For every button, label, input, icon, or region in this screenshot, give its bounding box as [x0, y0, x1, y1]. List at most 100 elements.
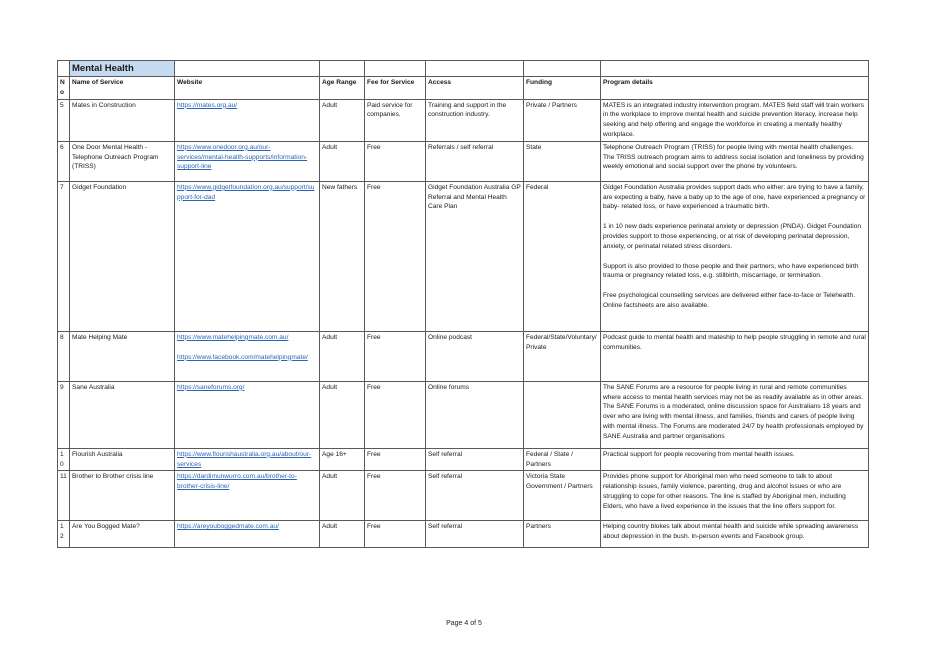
- row-number: 12: [57, 520, 70, 549]
- program-details: Telephone Outreach Program (TRISS) for p…: [600, 140, 869, 182]
- row-number: 6: [57, 140, 70, 182]
- funding: Private / Partners: [523, 98, 601, 142]
- funding: Federal: [523, 180, 601, 332]
- column-header-funding: Funding: [523, 76, 601, 100]
- service-name: One Door Mental Health - Telephone Outre…: [69, 140, 175, 182]
- program-details-paragraph: MATES is an integrated industry interven…: [603, 101, 864, 138]
- website-cell: https://mates.org.au/: [174, 98, 320, 142]
- column-header-program-details: Program details: [600, 76, 869, 100]
- program-details-paragraph: Helping country blokes talk about mental…: [603, 523, 859, 541]
- website-cell: https://areyouboggedmate.com.au/: [174, 520, 320, 549]
- row-number: 5: [57, 98, 70, 142]
- service-name: Brother to Brother crisis line: [69, 470, 175, 522]
- access: Self referral: [425, 447, 524, 472]
- program-details: Gidget Foundation Australia provides sup…: [600, 180, 869, 332]
- column-header-no: No: [57, 76, 70, 100]
- column-header-website: Website: [174, 76, 320, 100]
- title-blank-cell: [600, 60, 869, 77]
- fee-for-service: Free: [364, 447, 426, 472]
- row-number: 7: [57, 180, 70, 332]
- website-link[interactable]: https://www.facebook.com/matehelpingmate…: [177, 353, 308, 361]
- access: Self referral: [425, 470, 524, 522]
- fee-for-service: Free: [364, 470, 426, 522]
- age-range: Adult: [319, 98, 365, 142]
- website-cell: https://saneforums.org/: [174, 380, 320, 449]
- website-link[interactable]: https://www.flourishaustralia.org.au/abo…: [177, 450, 312, 468]
- program-details: Practical support for people recovering …: [600, 447, 869, 472]
- service-name: Sane Australia: [69, 380, 175, 449]
- access: Self referral: [425, 520, 524, 549]
- program-details: Provides phone support for Aboriginal me…: [600, 470, 869, 522]
- title-blank-cell: [523, 60, 601, 77]
- column-header-access: Access: [425, 76, 524, 100]
- column-header-name: Name of Service: [69, 76, 175, 100]
- fee-for-service: Free: [364, 520, 426, 549]
- access: Online podcast: [425, 330, 524, 382]
- program-details-paragraph: Provides phone support for Aboriginal me…: [603, 473, 846, 510]
- program-details-paragraph: Telephone Outreach Program (TRISS) for p…: [603, 143, 864, 171]
- program-details: Podcast guide to mental health and mates…: [600, 330, 869, 382]
- row-number: 8: [57, 330, 70, 382]
- access: Training and support in the construction…: [425, 98, 524, 142]
- program-details: Helping country blokes talk about mental…: [600, 520, 869, 549]
- website-link[interactable]: https://www.onedoor.org.au/our-services/…: [177, 143, 308, 171]
- service-name: Flourish Australia: [69, 447, 175, 472]
- fee-for-service: Paid service for companies.: [364, 98, 426, 142]
- program-details-paragraph: 1 in 10 new dads experience perinatal an…: [603, 223, 862, 250]
- access: Gidget Foundation Australia GP Referral …: [425, 180, 524, 332]
- title-blank-cell: [364, 60, 426, 77]
- age-range: Adult: [319, 330, 365, 382]
- website-link[interactable]: https://mates.org.au/: [177, 101, 238, 109]
- title-blank-cell: [174, 60, 320, 77]
- fee-for-service: Free: [364, 330, 426, 382]
- age-range: Adult: [319, 140, 365, 182]
- funding: [523, 380, 601, 449]
- column-header-age-range: Age Range: [319, 76, 365, 100]
- program-details-paragraph: Support is also provided to those people…: [603, 262, 859, 280]
- title-spacer: [57, 60, 70, 77]
- age-range: Adult: [319, 380, 365, 449]
- website-cell: https://dardimunwurro.com.au/brother-to-…: [174, 470, 320, 522]
- row-number: 11: [57, 470, 70, 522]
- service-name: Gidget Foundation: [69, 180, 175, 332]
- website-cell: https://www.onedoor.org.au/our-services/…: [174, 140, 320, 182]
- website-link[interactable]: https://dardimunwurro.com.au/brother-to-…: [177, 473, 297, 491]
- funding: Victoria State Government / Partners: [523, 470, 601, 522]
- age-range: Adult: [319, 520, 365, 549]
- fee-for-service: Free: [364, 140, 426, 182]
- program-details-paragraph: Free psychological counselling services …: [603, 292, 856, 309]
- program-details-paragraph: The SANE Forums are a resource for peopl…: [603, 383, 864, 440]
- website-cell: https://www.matehelpingmate.com.au/https…: [174, 330, 320, 382]
- program-details-paragraph: Gidget Foundation Australia provides sup…: [603, 183, 866, 211]
- service-name: Are You Bogged Mate?: [69, 520, 175, 549]
- fee-for-service: Free: [364, 380, 426, 449]
- service-name: Mate Helping Mate: [69, 330, 175, 382]
- funding: Federal/State/Voluntary/Private: [523, 330, 601, 382]
- age-range: New fathers: [319, 180, 365, 332]
- website-cell: https://www.gidgetfoundation.org.au/supp…: [174, 180, 320, 332]
- program-details-paragraph: Podcast guide to mental health and mates…: [603, 333, 866, 351]
- title-blank-cell: [319, 60, 365, 77]
- website-link[interactable]: https://saneforums.org/: [177, 383, 245, 391]
- row-number: 9: [57, 380, 70, 449]
- access: Online forums: [425, 380, 524, 449]
- website-link[interactable]: https://areyouboggedmate.com.au/: [177, 523, 279, 531]
- website-cell: https://www.flourishaustralia.org.au/abo…: [174, 447, 320, 472]
- access: Referrals / self referral: [425, 140, 524, 182]
- program-details: The SANE Forums are a resource for peopl…: [600, 380, 869, 449]
- funding: State: [523, 140, 601, 182]
- row-number: 10: [57, 447, 70, 472]
- age-range: Adult: [319, 470, 365, 522]
- website-link[interactable]: https://www.matehelpingmate.com.au/: [177, 333, 289, 341]
- website-link[interactable]: https://www.gidgetfoundation.org.au/supp…: [177, 183, 315, 201]
- service-name: Mates in Construction: [69, 98, 175, 142]
- title-blank-cell: [425, 60, 524, 77]
